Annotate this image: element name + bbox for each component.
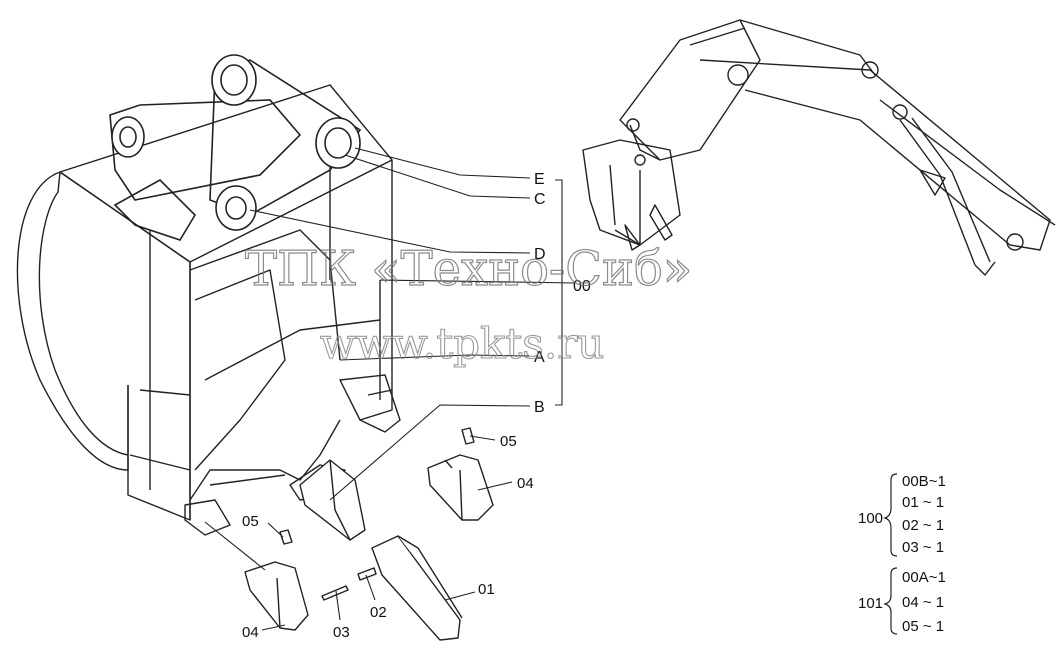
kit-item: 03 ~ 1 (902, 539, 944, 556)
kit-number-100: 100 (858, 510, 883, 527)
bucket-pin-bosses (109, 54, 362, 241)
part-number-04-right: 04 (517, 475, 534, 492)
callout-c: C (534, 191, 546, 208)
callout-assembly-00: 00 (573, 278, 591, 295)
part-number-labels: 05 04 05 04 03 02 01 (242, 433, 534, 641)
kit-item: 00B~1 (902, 473, 946, 490)
callout-a: A (534, 349, 545, 366)
watermark-company: ТПК «Техно-Сиб» (245, 241, 692, 297)
kit-brace-100 (883, 473, 898, 557)
part-number-03: 03 (333, 624, 350, 641)
kit-group-101: 101 00A~1 04 ~ 1 05 ~ 1 (858, 567, 946, 635)
part-number-04-left: 04 (242, 624, 259, 641)
part-number-02: 02 (370, 604, 387, 621)
part-number-05-left: 05 (242, 513, 259, 530)
callout-d: D (534, 246, 546, 263)
kit-item: 05 ~ 1 (902, 618, 944, 635)
callout-labels: E C D 00 A B (534, 171, 591, 416)
watermark: ТПК «Техно-Сиб» www.tpkts.ru (244, 240, 692, 368)
part-number-05-right: 05 (500, 433, 517, 450)
leader-lines (204, 147, 576, 631)
watermark-site: www.tpkts.ru (320, 319, 604, 368)
kit-item: 02 ~ 1 (902, 517, 944, 534)
kit-brace-101 (883, 567, 898, 635)
part-number-01: 01 (478, 581, 495, 598)
kit-item: 00A~1 (902, 569, 946, 586)
loose-parts-drawing (244, 427, 494, 641)
kit-item: 04 ~ 1 (902, 594, 944, 611)
excavator-arm-drawing (582, 19, 1056, 276)
kit-group-100: 100 00B~1 01 ~ 1 02 ~ 1 03 ~ 1 (858, 473, 946, 557)
kit-item: 01 ~ 1 (902, 494, 944, 511)
callout-e: E (534, 171, 545, 188)
callout-b: B (534, 399, 545, 416)
kit-number-101: 101 (858, 595, 883, 612)
